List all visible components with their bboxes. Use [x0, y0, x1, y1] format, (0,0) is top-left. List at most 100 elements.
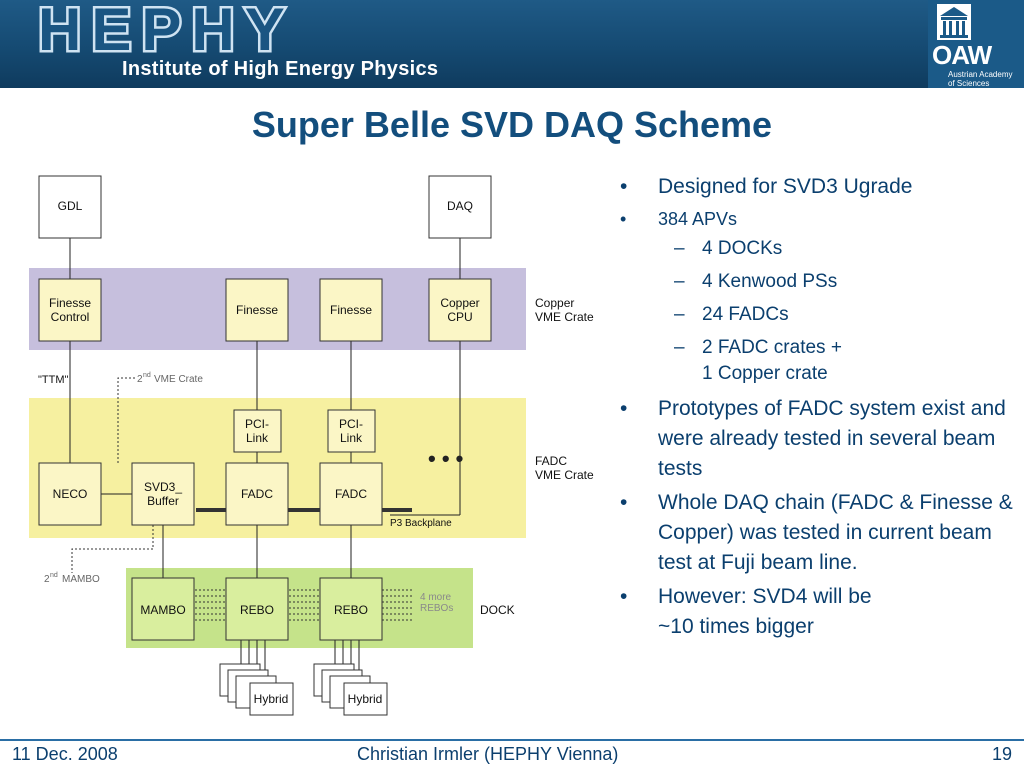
- bullet-text: Prototypes of FADC system exist and were…: [658, 397, 1006, 480]
- bullet-marker: •: [620, 491, 628, 514]
- fadc-box-2: [319, 462, 383, 526]
- fadc-crate-label-1: FADC: [535, 454, 567, 468]
- finesse-box-2: [319, 278, 383, 342]
- daq-box: [428, 175, 492, 239]
- dashed-links: [71, 377, 414, 621]
- hephy-logo-fill: HEPHY: [38, 0, 295, 58]
- bullet-marker: •: [620, 209, 627, 229]
- oaw-name: OAW: [932, 40, 992, 70]
- more-rebos-label-2: REBOs: [420, 603, 453, 614]
- rebo-label-2: REBO: [334, 603, 368, 617]
- bullet-list: •Designed for SVD3 Ugrade•384 APVs–4 DOC…: [616, 172, 1016, 646]
- academy-line-1: Austrian Academy: [948, 70, 1013, 79]
- pci-link-box-1: [233, 409, 282, 453]
- second-mambo-sup: nd: [50, 572, 58, 579]
- continuation-ellipsis: • • •: [428, 446, 463, 471]
- dash-marker: –: [674, 304, 685, 325]
- svd3-buffer-label-2: Buffer: [147, 494, 179, 508]
- institute-subtitle: Institute of High Energy Physics: [122, 58, 439, 80]
- footer-divider: [0, 739, 1024, 741]
- header-banner: HEPHY HEPHY Institute of High Energy Phy…: [0, 0, 1024, 88]
- academy-line-2: of Sciences: [948, 79, 990, 88]
- fadc-crate-label-2: VME Crate: [535, 468, 594, 482]
- copper-crate-label-1: Copper: [535, 296, 574, 310]
- daq-scheme-diagram: GDL DAQ Finesse Control Finesse Finesse …: [29, 175, 594, 716]
- ttm-label: "TTM": [38, 374, 69, 386]
- bullet-text: 384 APVs: [658, 209, 738, 229]
- sub-bullet-item: –4 DOCKs: [616, 236, 1016, 262]
- second-mambo-text: MAMBO: [62, 574, 100, 585]
- academy-building-icon: [937, 4, 971, 40]
- rebo-box-1: [225, 577, 289, 641]
- fadc-box-1: [225, 462, 289, 526]
- second-vme-crate-num: 2: [137, 374, 143, 385]
- fadc-label-1: FADC: [241, 487, 273, 501]
- copper-cpu-label-2: CPU: [447, 310, 472, 324]
- gdl-box: [38, 175, 102, 239]
- finesse-control-box: [38, 278, 102, 342]
- copper-cpu-box: [428, 278, 492, 342]
- bullet-text: Designed for SVD3 Ugrade: [658, 175, 913, 198]
- hybrid-label-1: Hybrid: [254, 692, 289, 706]
- more-rebos-label-1: 4 more: [420, 592, 452, 603]
- daq-label: DAQ: [447, 199, 473, 213]
- bullet-item: • However: SVD4 will be ~10 times bigger: [616, 582, 1016, 642]
- footer-page-number: 19: [992, 744, 1013, 764]
- bullet-item: • Whole DAQ chain (FADC & Finesse & Coppe…: [616, 488, 1016, 578]
- hybrid-box-1: [249, 682, 294, 716]
- hephy-logo: HEPHY HEPHY: [36, 0, 295, 58]
- bullet-item: • 384 APVs: [616, 206, 1016, 232]
- bullet-text: 4 Kenwood PSs: [702, 271, 838, 292]
- copper-cpu-label-1: Copper: [440, 296, 479, 310]
- dash-marker: –: [674, 271, 685, 292]
- pci-link-label-1b: Link: [246, 431, 269, 445]
- rebo-label-1: REBO: [240, 603, 274, 617]
- p3-backplane-bar: [196, 508, 412, 512]
- bullet-text: 2 FADC crates + 1 Copper crate: [702, 337, 842, 384]
- finesse-label-1: Finesse: [236, 303, 278, 317]
- bullet-marker: •: [620, 585, 628, 608]
- mambo-box: [131, 577, 195, 641]
- gdl-label: GDL: [58, 199, 83, 213]
- bullet-item: • Prototypes of FADC system exist and wer…: [616, 394, 1016, 484]
- bullet-text: 24 FADCs: [702, 304, 789, 325]
- finesse-control-label-1: Finesse: [49, 296, 91, 310]
- hybrid-label-2: Hybrid: [348, 692, 383, 706]
- pci-link-label-2b: Link: [340, 431, 363, 445]
- second-vme-crate-sup: nd: [143, 372, 151, 379]
- pci-link-box-2: [327, 409, 376, 453]
- mambo-label: MAMBO: [140, 603, 185, 617]
- neco-label: NECO: [53, 487, 88, 501]
- footer-bar: [0, 741, 1024, 768]
- dash-marker: –: [674, 337, 685, 358]
- pci-link-label-1a: PCI-: [245, 417, 269, 431]
- hybrid-box-2: [343, 682, 388, 716]
- dash-marker: –: [674, 238, 685, 259]
- component-boxes: [38, 175, 492, 716]
- fadc-label-2: FADC: [335, 487, 367, 501]
- second-mambo-num: 2: [44, 574, 50, 585]
- svd3-buffer-box: [131, 462, 195, 526]
- sub-bullet-item: –4 Kenwood PSs: [616, 269, 1016, 295]
- bullet-text: 4 DOCKs: [702, 238, 783, 259]
- bullet-text: However: SVD4 will be ~10 times bigger: [658, 585, 872, 638]
- copper-crate-label-2: VME Crate: [535, 310, 594, 324]
- bullet-marker: •: [620, 397, 628, 420]
- oaw-logo: OAW Austrian Academy of Sciences: [928, 0, 1024, 88]
- neco-box: [38, 462, 102, 526]
- footer-date: 11 Dec. 2008: [12, 744, 118, 764]
- second-vme-crate-text: VME Crate: [154, 374, 203, 385]
- p3-backplane-label: P3 Backplane: [390, 518, 452, 529]
- hephy-logo-text: HEPHY: [38, 0, 295, 58]
- sub-bullet-item: –24 FADCs: [616, 302, 1016, 328]
- rebo-box-2: [319, 577, 383, 641]
- finesse-control-label-2: Control: [51, 310, 90, 324]
- bullet-marker: •: [620, 175, 628, 198]
- svd3-buffer-label-1: SVD3_: [144, 480, 182, 494]
- footer-author: Christian Irmler (HEPHY Vienna): [357, 744, 619, 764]
- bullet-text: Whole DAQ chain (FADC & Finesse & Copper…: [658, 491, 1013, 574]
- finesse-box-1: [225, 278, 289, 342]
- sub-bullet-item: –2 FADC crates + 1 Copper crate: [616, 335, 1016, 387]
- pci-link-label-2a: PCI-: [339, 417, 363, 431]
- bullet-item: • Designed for SVD3 Ugrade: [616, 172, 1016, 202]
